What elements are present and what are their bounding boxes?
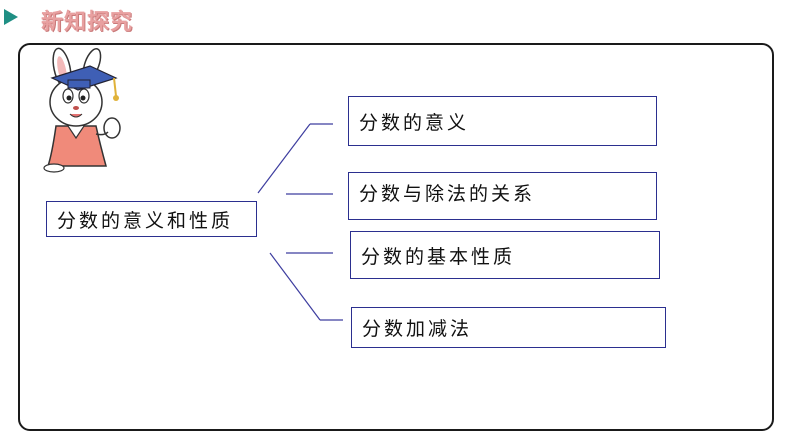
branch-box-1: 分数的意义 [348,96,657,146]
branch-label-3: 分数的基本性质 [361,246,516,268]
branch-box-3: 分数的基本性质 [350,231,660,279]
connector-to-branch-4 [269,252,321,321]
branch-label-4: 分数加减法 [362,318,473,340]
branch-label-2: 分数与除法的关系 [359,183,536,205]
branch-label-1: 分数的意义 [359,111,470,134]
play-triangle-icon [4,9,18,25]
topic-box: 分数的意义和性质 [46,201,257,237]
rabbit-mascot-icon [43,47,121,173]
content-frame [18,43,774,431]
section-title: 新知探究 [41,10,134,35]
branch-box-2: 分数与除法的关系 [348,172,657,220]
branch-box-4: 分数加减法 [351,307,666,348]
topic-label: 分数的意义和性质 [57,209,234,232]
connector-to-branch-1 [257,123,311,194]
